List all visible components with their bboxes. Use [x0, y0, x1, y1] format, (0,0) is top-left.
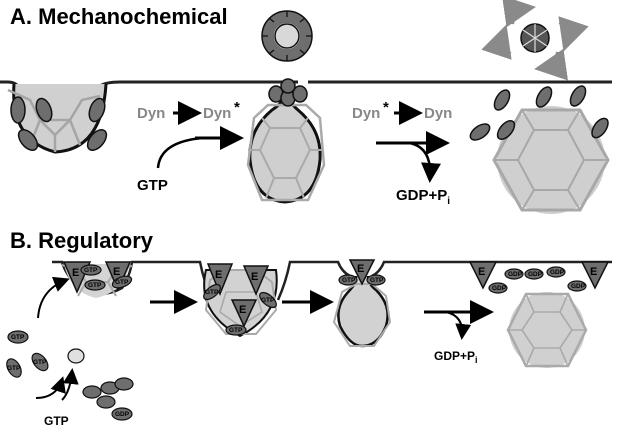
- svg-text:GTP: GTP: [261, 297, 275, 304]
- effector-b4: E E: [468, 261, 610, 290]
- svg-text:GDP: GDP: [492, 285, 507, 292]
- svg-text:GTP: GTP: [7, 365, 21, 372]
- svg-text:E: E: [215, 269, 222, 281]
- svg-text:GDP: GDP: [571, 283, 586, 290]
- released-vesicle-a3: [492, 106, 610, 214]
- budding-vesicle-b3: [332, 275, 392, 348]
- effector-b2: E E E: [206, 263, 270, 328]
- svg-text:GTP: GTP: [342, 277, 356, 284]
- svg-text:GDP: GDP: [528, 271, 543, 278]
- a-step1-to: Dyn: [203, 105, 231, 122]
- a-gdp-label: GDP+Pi: [396, 187, 450, 207]
- free-dynamin-a3: [469, 85, 609, 141]
- svg-text:GDP: GDP: [115, 411, 130, 418]
- svg-text:GTP: GTP: [88, 282, 102, 289]
- gtp-in-curve-a: [156, 136, 203, 169]
- a-step2-from: Dyn: [352, 105, 380, 122]
- gdp-out-curve-a: [409, 141, 441, 183]
- b-gtp-label: GTP: [44, 414, 69, 428]
- rotation-arrow-left: [481, 24, 512, 60]
- svg-text:GTP: GTP: [370, 277, 384, 284]
- panel-a-title: A. Mechanochemical: [10, 4, 228, 29]
- dynamin-gtp-b3: GTP GTP: [338, 274, 386, 286]
- spinning-dynamin-helix: [520, 23, 550, 53]
- cytosolic-dynamin-pool: GTP GTP GTP GDP: [6, 330, 134, 421]
- gtp-exchange-arrow-1: [35, 376, 66, 399]
- svg-text:E: E: [251, 271, 258, 283]
- panel-b-title: B. Regulatory: [10, 228, 154, 253]
- svg-text:GTP: GTP: [84, 267, 98, 274]
- recruit-arrow: [37, 276, 70, 319]
- svg-text:GDP: GDP: [550, 269, 565, 276]
- a-gtp-label: GTP: [137, 177, 168, 194]
- a-step2-star: *: [383, 99, 389, 116]
- svg-text:E: E: [590, 266, 597, 278]
- b-gdp-label: GDP+Pi: [434, 349, 478, 365]
- rotation-arrow-bottom: [534, 48, 569, 81]
- dynamin-gdp-b4: GDP GDP GDP GDP GDP: [488, 266, 587, 294]
- svg-text:E: E: [357, 263, 364, 275]
- svg-text:GTP: GTP: [11, 334, 25, 341]
- dynamin-ring-top: [261, 10, 313, 62]
- svg-text:GDP: GDP: [508, 271, 523, 278]
- rotation-arrow-right: [558, 16, 589, 52]
- svg-text:E: E: [478, 266, 485, 278]
- dynamin-gtp-b2: GTP GTP GTP: [203, 283, 277, 336]
- constricted-vesicle-a2: [246, 78, 326, 204]
- svg-text:GTP: GTP: [115, 279, 129, 286]
- rotation-arrow-top: [501, 0, 536, 28]
- released-vesicle-b4: [506, 292, 588, 368]
- svg-text:GTP: GTP: [229, 327, 243, 334]
- effector-b3: E: [348, 259, 376, 286]
- svg-text:GTP: GTP: [33, 359, 47, 366]
- gtp-exchange-arrow-2: [61, 368, 79, 401]
- coated-pit-a1: [7, 83, 108, 154]
- dynamin-gtp-b1: GTP GTP GTP: [80, 264, 133, 291]
- svg-text:E: E: [239, 304, 246, 316]
- a-step2-to: Dyn: [424, 105, 452, 122]
- a-step1-star: *: [234, 99, 240, 116]
- svg-text:GTP: GTP: [205, 289, 219, 296]
- a-step1-from: Dyn: [137, 105, 165, 122]
- svg-text:E: E: [113, 266, 120, 278]
- svg-text:E: E: [72, 267, 79, 279]
- gdp-out-curve-b: [445, 311, 472, 340]
